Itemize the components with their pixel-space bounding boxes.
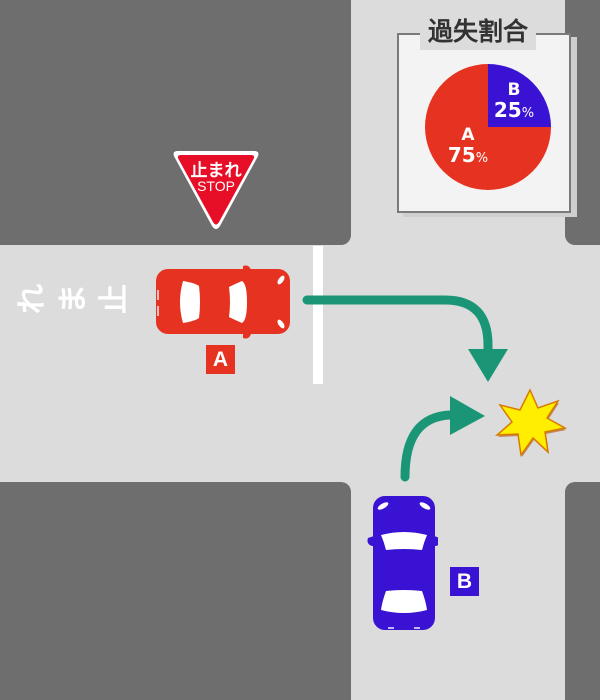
- pie-label-a-value: 75: [447, 142, 476, 167]
- stop-sign-icon: [173, 151, 259, 229]
- city-block-bottom-left: [0, 482, 351, 700]
- pie-label-b-unit: %: [521, 105, 535, 121]
- stop-sign-japanese: 止まれ: [190, 161, 242, 181]
- fault-ratio-pie: [425, 64, 551, 190]
- pie-label-a-name: A: [461, 125, 475, 145]
- vehicle-label-a: A: [206, 345, 235, 374]
- car-b-icon: [367, 496, 438, 630]
- pie-label-b: B 25%: [490, 80, 538, 122]
- stop-line: [313, 246, 323, 384]
- fault-ratio-title: 過失割合: [420, 14, 537, 50]
- car-a-icon: [156, 265, 290, 339]
- pie-label-a-unit: %: [475, 150, 489, 166]
- arrow-a-path: [302, 295, 508, 382]
- pie-label-b-name: B: [507, 80, 521, 100]
- collision-star-icon: [494, 388, 568, 457]
- city-block-bottom-right: [565, 482, 600, 700]
- arrow-b-path: [400, 396, 485, 482]
- pie-label-b-value: 25: [493, 97, 522, 122]
- vehicle-label-b: B: [450, 567, 479, 596]
- stop-sign-english: STOP: [197, 178, 235, 194]
- pie-label-a: A 75%: [442, 125, 494, 167]
- city-block-top-left: [0, 0, 351, 245]
